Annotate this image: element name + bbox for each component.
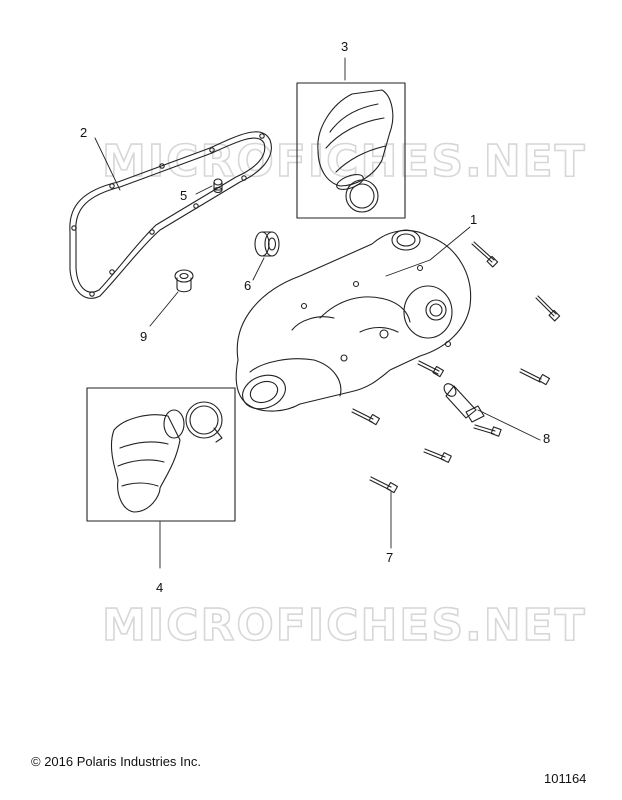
- callout-1: 1: [470, 212, 477, 227]
- bearing-icon: [254, 231, 280, 257]
- leader-lines: [94, 57, 541, 569]
- callout-labels: 1 2 3 4 5 6 7 8 9: [80, 39, 550, 595]
- callout-7: 7: [386, 550, 393, 565]
- gasket-icon: [69, 131, 272, 299]
- bolt-icon: [351, 241, 561, 494]
- standoff-icon: [443, 383, 485, 423]
- callout-3: 3: [341, 39, 348, 54]
- outlet-duct-icon: [110, 401, 223, 513]
- figure-number: 101164: [544, 771, 587, 786]
- copyright-notice: © 2016 Polaris Industries Inc.: [31, 754, 201, 769]
- watermark-bottom: MICROFICHES.NET: [102, 600, 587, 651]
- callout-6: 6: [244, 278, 251, 293]
- bushing-icon: [174, 269, 194, 293]
- callout-2: 2: [80, 125, 87, 140]
- part-3-box: [296, 82, 406, 219]
- callout-9: 9: [140, 329, 147, 344]
- callout-4: 4: [156, 580, 163, 595]
- callout-5: 5: [180, 188, 187, 203]
- intake-duct-icon: [317, 89, 394, 213]
- part-4-box: [86, 387, 236, 522]
- clutch-cover-icon: [235, 229, 472, 412]
- callout-8: 8: [543, 431, 550, 446]
- dowel-pin-icon: [213, 178, 223, 194]
